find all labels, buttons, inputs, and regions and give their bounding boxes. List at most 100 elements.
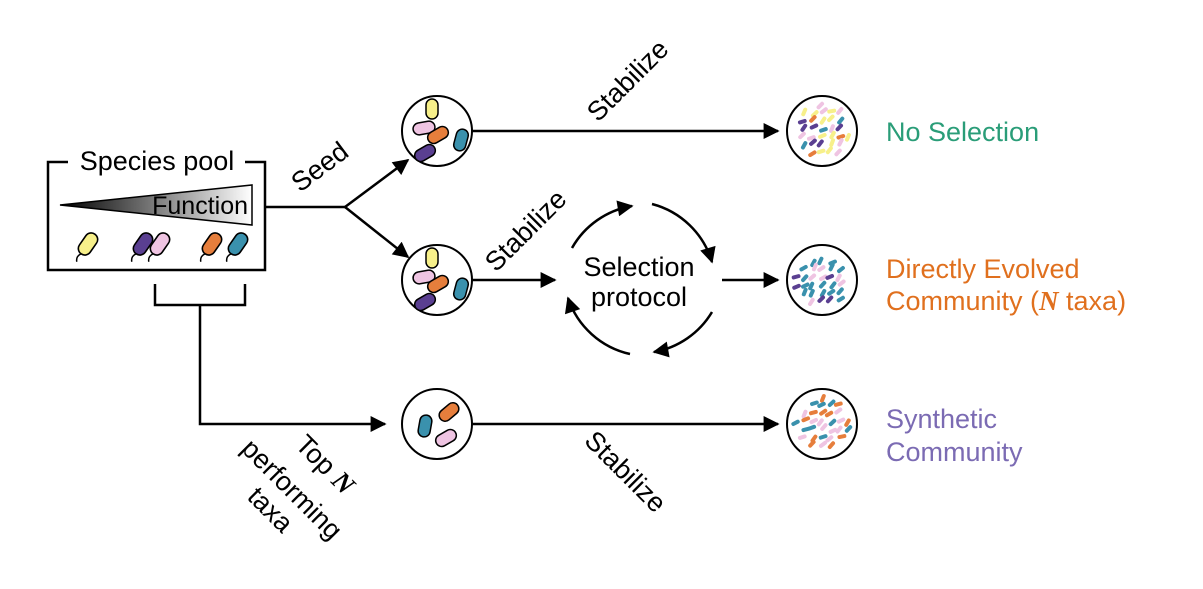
microbe-rod xyxy=(837,116,845,125)
microbe-rod xyxy=(837,138,844,147)
microbe-rod xyxy=(816,139,824,148)
microbe-rod xyxy=(825,435,834,443)
function-gradient-label: Function xyxy=(152,192,248,220)
microbe-rod xyxy=(829,130,836,140)
species-pool-title: Species pool xyxy=(80,146,235,176)
microbe-rod xyxy=(844,418,851,427)
microbe-rod xyxy=(824,410,834,418)
microbe-rod xyxy=(809,123,819,130)
evolved-variable: N xyxy=(1038,286,1060,316)
pool-microbe-pink xyxy=(147,232,171,262)
microbe-rod xyxy=(836,417,846,424)
microbe-rod xyxy=(809,115,817,123)
microbe-rod xyxy=(819,408,828,416)
microbe-rod xyxy=(797,434,807,440)
microbe-rod xyxy=(800,141,808,150)
microbe-rod xyxy=(828,427,838,434)
microbe-rod xyxy=(818,434,828,440)
microbe-rod xyxy=(801,409,808,419)
microbe-rod xyxy=(825,295,834,304)
microbe-rod xyxy=(810,258,817,268)
microbe-rod xyxy=(798,131,806,140)
selection-protocol-line1: Selection xyxy=(583,252,694,282)
outcome-no-selection: No Selection xyxy=(886,117,1039,147)
function-gradient xyxy=(59,184,253,226)
microbe-rod xyxy=(800,123,808,132)
microbe-rod xyxy=(817,265,826,272)
microbe-rod xyxy=(827,399,836,407)
species-pool-box: Species pool Function xyxy=(46,146,267,272)
microbe-rod xyxy=(819,107,828,115)
microbe-rod xyxy=(801,287,808,297)
microbe-rod xyxy=(808,281,815,291)
microbe-rod xyxy=(819,116,827,125)
microbe-rod xyxy=(819,127,828,133)
microbe-rod xyxy=(829,138,836,147)
microbe-rod xyxy=(808,288,815,298)
microbe-rod xyxy=(801,274,809,283)
cycle-arc-bottom-left xyxy=(564,296,631,356)
stabilize-label-bottom: Stabilize xyxy=(579,425,672,518)
microbe-rod xyxy=(819,394,826,403)
microbe-rod xyxy=(827,441,836,450)
microbe-rod xyxy=(828,259,837,266)
microbe-rod xyxy=(809,138,817,146)
community-directly-evolved xyxy=(786,244,858,316)
microbe-rod xyxy=(835,123,844,132)
microbe-rod xyxy=(837,434,847,440)
stabilize-label-top: Stabilize xyxy=(581,34,674,127)
microbe-rod xyxy=(836,295,845,303)
microbe-rod xyxy=(791,274,801,280)
microbe-rod xyxy=(816,148,826,155)
seed-arrow-down xyxy=(344,206,410,258)
cycle-arc-top-left xyxy=(570,200,634,249)
evolved-line2-post: taxa) xyxy=(1059,286,1127,316)
microbe-rod xyxy=(827,114,835,123)
seed-community-middle xyxy=(401,244,473,316)
stabilize-label-middle: Stabilize xyxy=(479,184,572,277)
outcome-synthetic-line1: Synthetic xyxy=(886,404,997,434)
microbe-rod xyxy=(828,418,837,427)
evolved-line2-pre: Community ( xyxy=(886,286,1039,316)
microbe-rod xyxy=(827,108,837,114)
outcome-directly-evolved-line2: Community (N taxa) xyxy=(886,286,1126,316)
seed-label: Seed xyxy=(286,136,354,198)
microbe-rod xyxy=(808,297,815,307)
microbe-rod xyxy=(835,425,843,434)
microbe-rod xyxy=(818,440,827,448)
microbe-rod xyxy=(808,273,817,281)
microbe-rod xyxy=(808,440,816,448)
microbe-rod xyxy=(818,280,827,289)
microbe-rod xyxy=(828,262,835,272)
microbe-rod xyxy=(801,107,808,117)
microbe-rod xyxy=(791,419,800,427)
microbe-rod xyxy=(817,295,826,303)
top-n-label: Top N performing taxa xyxy=(236,429,362,545)
microbe-rod xyxy=(808,409,818,416)
microbe-rod xyxy=(810,400,819,407)
microbe-rod xyxy=(835,273,842,283)
cycle-arc-bottom-right xyxy=(652,311,714,358)
microbe-rod xyxy=(829,124,835,133)
microbe-rod xyxy=(808,150,817,158)
microbe-rod xyxy=(825,146,833,155)
microbe-rod xyxy=(825,273,835,280)
outcome-synthetic-line2: Community xyxy=(886,437,1023,467)
microbe-rod xyxy=(818,132,827,139)
microbe-rod xyxy=(811,262,818,272)
selection-protocol-cycle: Selection protocol xyxy=(564,200,716,358)
seed-arrow-up xyxy=(344,158,410,209)
microbe-rod xyxy=(816,101,825,110)
microbe-rod xyxy=(837,266,845,274)
microbe-rod xyxy=(827,288,836,296)
microbe-rod xyxy=(833,401,843,407)
microbe-rod xyxy=(809,417,819,425)
microbe-rod xyxy=(792,283,801,290)
microbe-rod xyxy=(801,282,810,289)
community-synthetic xyxy=(786,388,858,460)
microbe-rod xyxy=(836,287,844,296)
microbe-rod xyxy=(836,134,846,140)
seed-community-top xyxy=(401,95,473,167)
microbe-rod xyxy=(834,407,843,415)
